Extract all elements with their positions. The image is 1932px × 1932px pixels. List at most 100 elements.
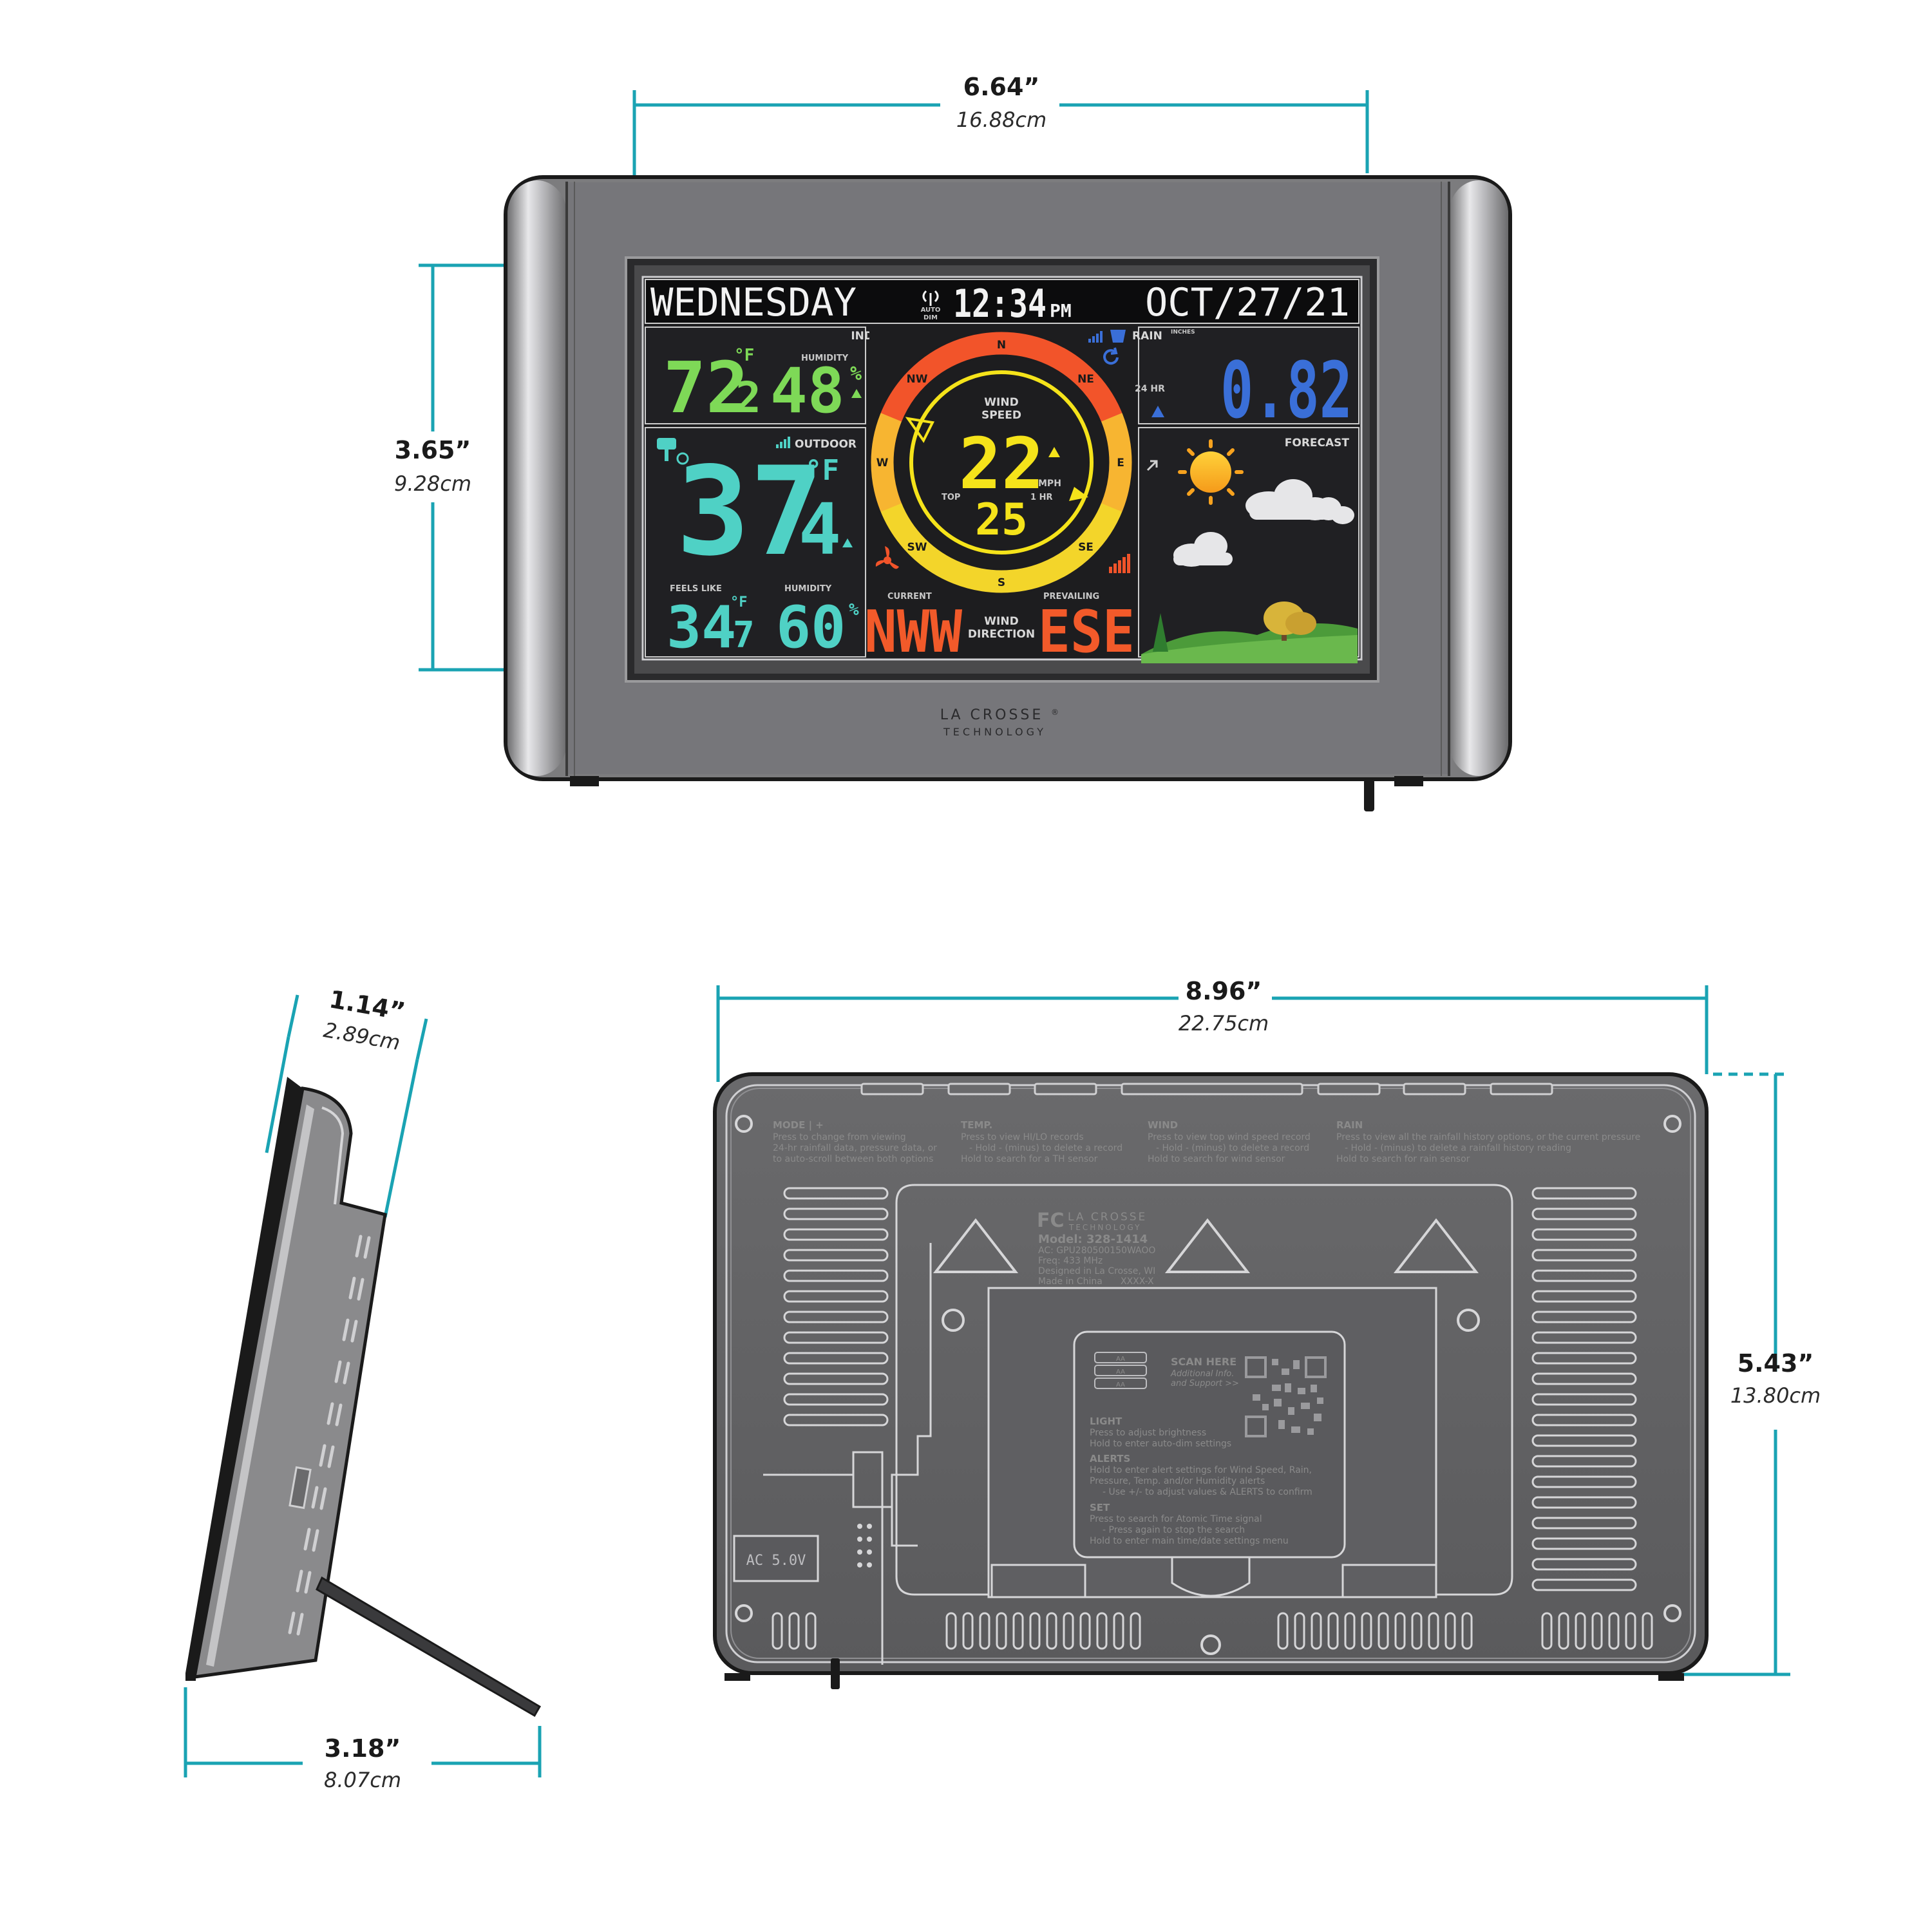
back-view: MODE | + Press to change from viewing 24… — [713, 1072, 1709, 1689]
compass-labels: N NE E SE S SW W NW — [876, 339, 1124, 589]
svg-text:Press to view HI/LO records: Press to view HI/LO records — [961, 1132, 1084, 1142]
compass-e: E — [1117, 457, 1124, 469]
top-buttons — [860, 1083, 1553, 1095]
indoor-trend-icon — [851, 389, 862, 398]
cloud-icon — [1245, 479, 1354, 524]
back-height-cm: 13.80cm — [1730, 1383, 1821, 1408]
svg-text:- Use +/- to adjust values & A: - Use +/- to adjust values & ALERTS to c… — [1103, 1487, 1312, 1497]
cable-grip-dots — [857, 1524, 872, 1567]
top-button-2 — [947, 1083, 1011, 1095]
side-stand-leg — [316, 1576, 542, 1718]
svg-text:- Press again to stop the sear: - Press again to stop the search — [1103, 1525, 1245, 1535]
power-jack — [733, 1535, 819, 1582]
outdoor-temp-main: 37 — [676, 440, 824, 583]
wind-hour-label: 1 HR — [1030, 493, 1052, 502]
svg-text:Press to view all the rainfall: Press to view all the rainfall history o… — [1336, 1132, 1640, 1142]
scan-sub-1: Additional Info. — [1170, 1369, 1234, 1379]
back-brand-name: LA CROSSE — [1068, 1211, 1147, 1224]
top-button-3 — [1034, 1083, 1097, 1095]
scan-here: SCAN HERE — [1171, 1356, 1236, 1368]
wind-direction-label-2: DIRECTION — [968, 628, 1035, 641]
compass-sw: SW — [907, 541, 927, 554]
outdoor-humidity: 60 — [776, 594, 846, 661]
svg-text:ALERTS: ALERTS — [1090, 1453, 1130, 1464]
indoor-humidity: 48 — [770, 355, 845, 427]
svg-text:WIND: WIND — [1148, 1119, 1178, 1131]
indoor-temp-decimal: 2 — [735, 373, 761, 422]
front-width-inches: 6.64” — [963, 73, 1040, 101]
stand-latch — [1171, 1556, 1251, 1597]
top-button-4 — [1121, 1083, 1303, 1095]
svg-text:Hold to enter main time/date s: Hold to enter main time/date settings me… — [1090, 1536, 1289, 1546]
svg-text:Press to view top wind speed r: Press to view top wind speed record — [1148, 1132, 1311, 1142]
side-view — [185, 1077, 542, 1718]
power-label: AC 5.0V — [746, 1553, 806, 1569]
forecast-label: FORECAST — [1285, 437, 1350, 450]
batch-code: XXXX-X — [1121, 1276, 1154, 1287]
wind-speed-label-1: WIND — [984, 396, 1018, 409]
side-body — [192, 1086, 387, 1679]
front-view: WEDNESDAY AUTO DIM 12:34 PM OCT/27/21 IN… — [504, 175, 1512, 811]
compass-n: N — [997, 339, 1006, 352]
forecast-trend-arrow — [1146, 460, 1158, 471]
outdoor-humidity-unit: % — [849, 600, 859, 620]
indoor-humidity-label: HUMIDITY — [801, 354, 849, 363]
indoor-temp-main: 72 — [663, 346, 748, 429]
back-brand-tagline: TECHNOLOGY — [1068, 1223, 1141, 1232]
left-vent-column — [783, 1187, 889, 1426]
svg-text:SET: SET — [1090, 1502, 1110, 1513]
outdoor-panel — [645, 427, 866, 658]
svg-text:24-hr rainfall data, pressure: 24-hr rainfall data, pressure data, or — [773, 1143, 937, 1153]
indoor-humidity-unit: % — [850, 363, 862, 385]
svg-text:- Hold - (minus) to delete a r: - Hold - (minus) to delete a record — [969, 1143, 1122, 1153]
top-button-5 — [1317, 1083, 1381, 1095]
rain-value: 0.82 — [1220, 346, 1352, 436]
outdoor-temp-unit: °F — [805, 454, 839, 487]
sun-icon — [1178, 439, 1244, 505]
made-in: Made in China — [1038, 1276, 1103, 1287]
bottom-vent-rows — [772, 1612, 1653, 1650]
back-height-inches: 5.43” — [1738, 1349, 1814, 1378]
side-front-panel — [185, 1077, 303, 1677]
svg-text:- Hold - (minus) to delete a r: - Hold - (minus) to delete a record — [1156, 1143, 1309, 1153]
svg-text:- Hold - (minus) to delete a r: - Hold - (minus) to delete a rainfall hi… — [1345, 1143, 1571, 1153]
feels-like-unit: °F — [730, 594, 748, 611]
svg-text:Pressure, Temp. and/or Humidit: Pressure, Temp. and/or Humidity alerts — [1090, 1476, 1265, 1486]
refresh-icon — [1103, 347, 1119, 365]
wind-top-speed: 25 — [975, 495, 1028, 545]
battery-label-3: AA — [1116, 1381, 1125, 1388]
compass-se: SE — [1078, 541, 1094, 554]
right-end-cap — [1449, 180, 1508, 776]
wind-top-label: TOP — [942, 493, 960, 502]
outdoor-trend-icon — [842, 538, 853, 547]
svg-text:TEMP.: TEMP. — [961, 1119, 992, 1131]
wind-speed-label-2: SPEED — [981, 409, 1021, 422]
fcc-mark: FC — [1037, 1209, 1065, 1232]
right-vent-column — [1531, 1187, 1637, 1591]
svg-text:Hold to enter auto-dim setting: Hold to enter auto-dim settings — [1090, 1439, 1231, 1449]
current-direction-arrow — [905, 417, 935, 443]
current-direction: NWW — [864, 598, 963, 666]
rain-legend: RAIN Press to view all the rainfall hist… — [1336, 1119, 1640, 1164]
battery-label-2: AA — [1116, 1368, 1125, 1376]
brand-registered: ® — [1051, 708, 1059, 717]
compass-w: W — [876, 457, 889, 469]
svg-text:MODE | +: MODE | + — [773, 1119, 824, 1132]
light-legend: LIGHT Press to adjust brightness Hold to… — [1090, 1416, 1231, 1449]
qr-code-icon — [1245, 1356, 1327, 1437]
front-width-dimension — [632, 90, 1369, 254]
back-width-cm: 22.75cm — [1179, 1011, 1269, 1036]
svg-text:LIGHT: LIGHT — [1090, 1416, 1122, 1427]
mode-legend: MODE | + Press to change from viewing 24… — [773, 1119, 937, 1164]
front-height-inches: 3.65” — [395, 436, 471, 464]
stand-hook-triangles — [933, 1218, 1479, 1273]
front-width-cm: 16.88cm — [956, 108, 1046, 132]
temp-legend: TEMP. Press to view HI/LO records - Hold… — [961, 1119, 1122, 1164]
outdoor-temp-decimal: 4 — [799, 488, 841, 571]
side-top-dimension — [265, 994, 428, 1218]
feels-like-label: FEELS LIKE — [670, 584, 722, 594]
alerts-legend: ALERTS Hold to enter alert settings for … — [1090, 1453, 1312, 1497]
rain-unit: INCHES — [1171, 329, 1195, 336]
hanger-slot — [1200, 1634, 1221, 1656]
